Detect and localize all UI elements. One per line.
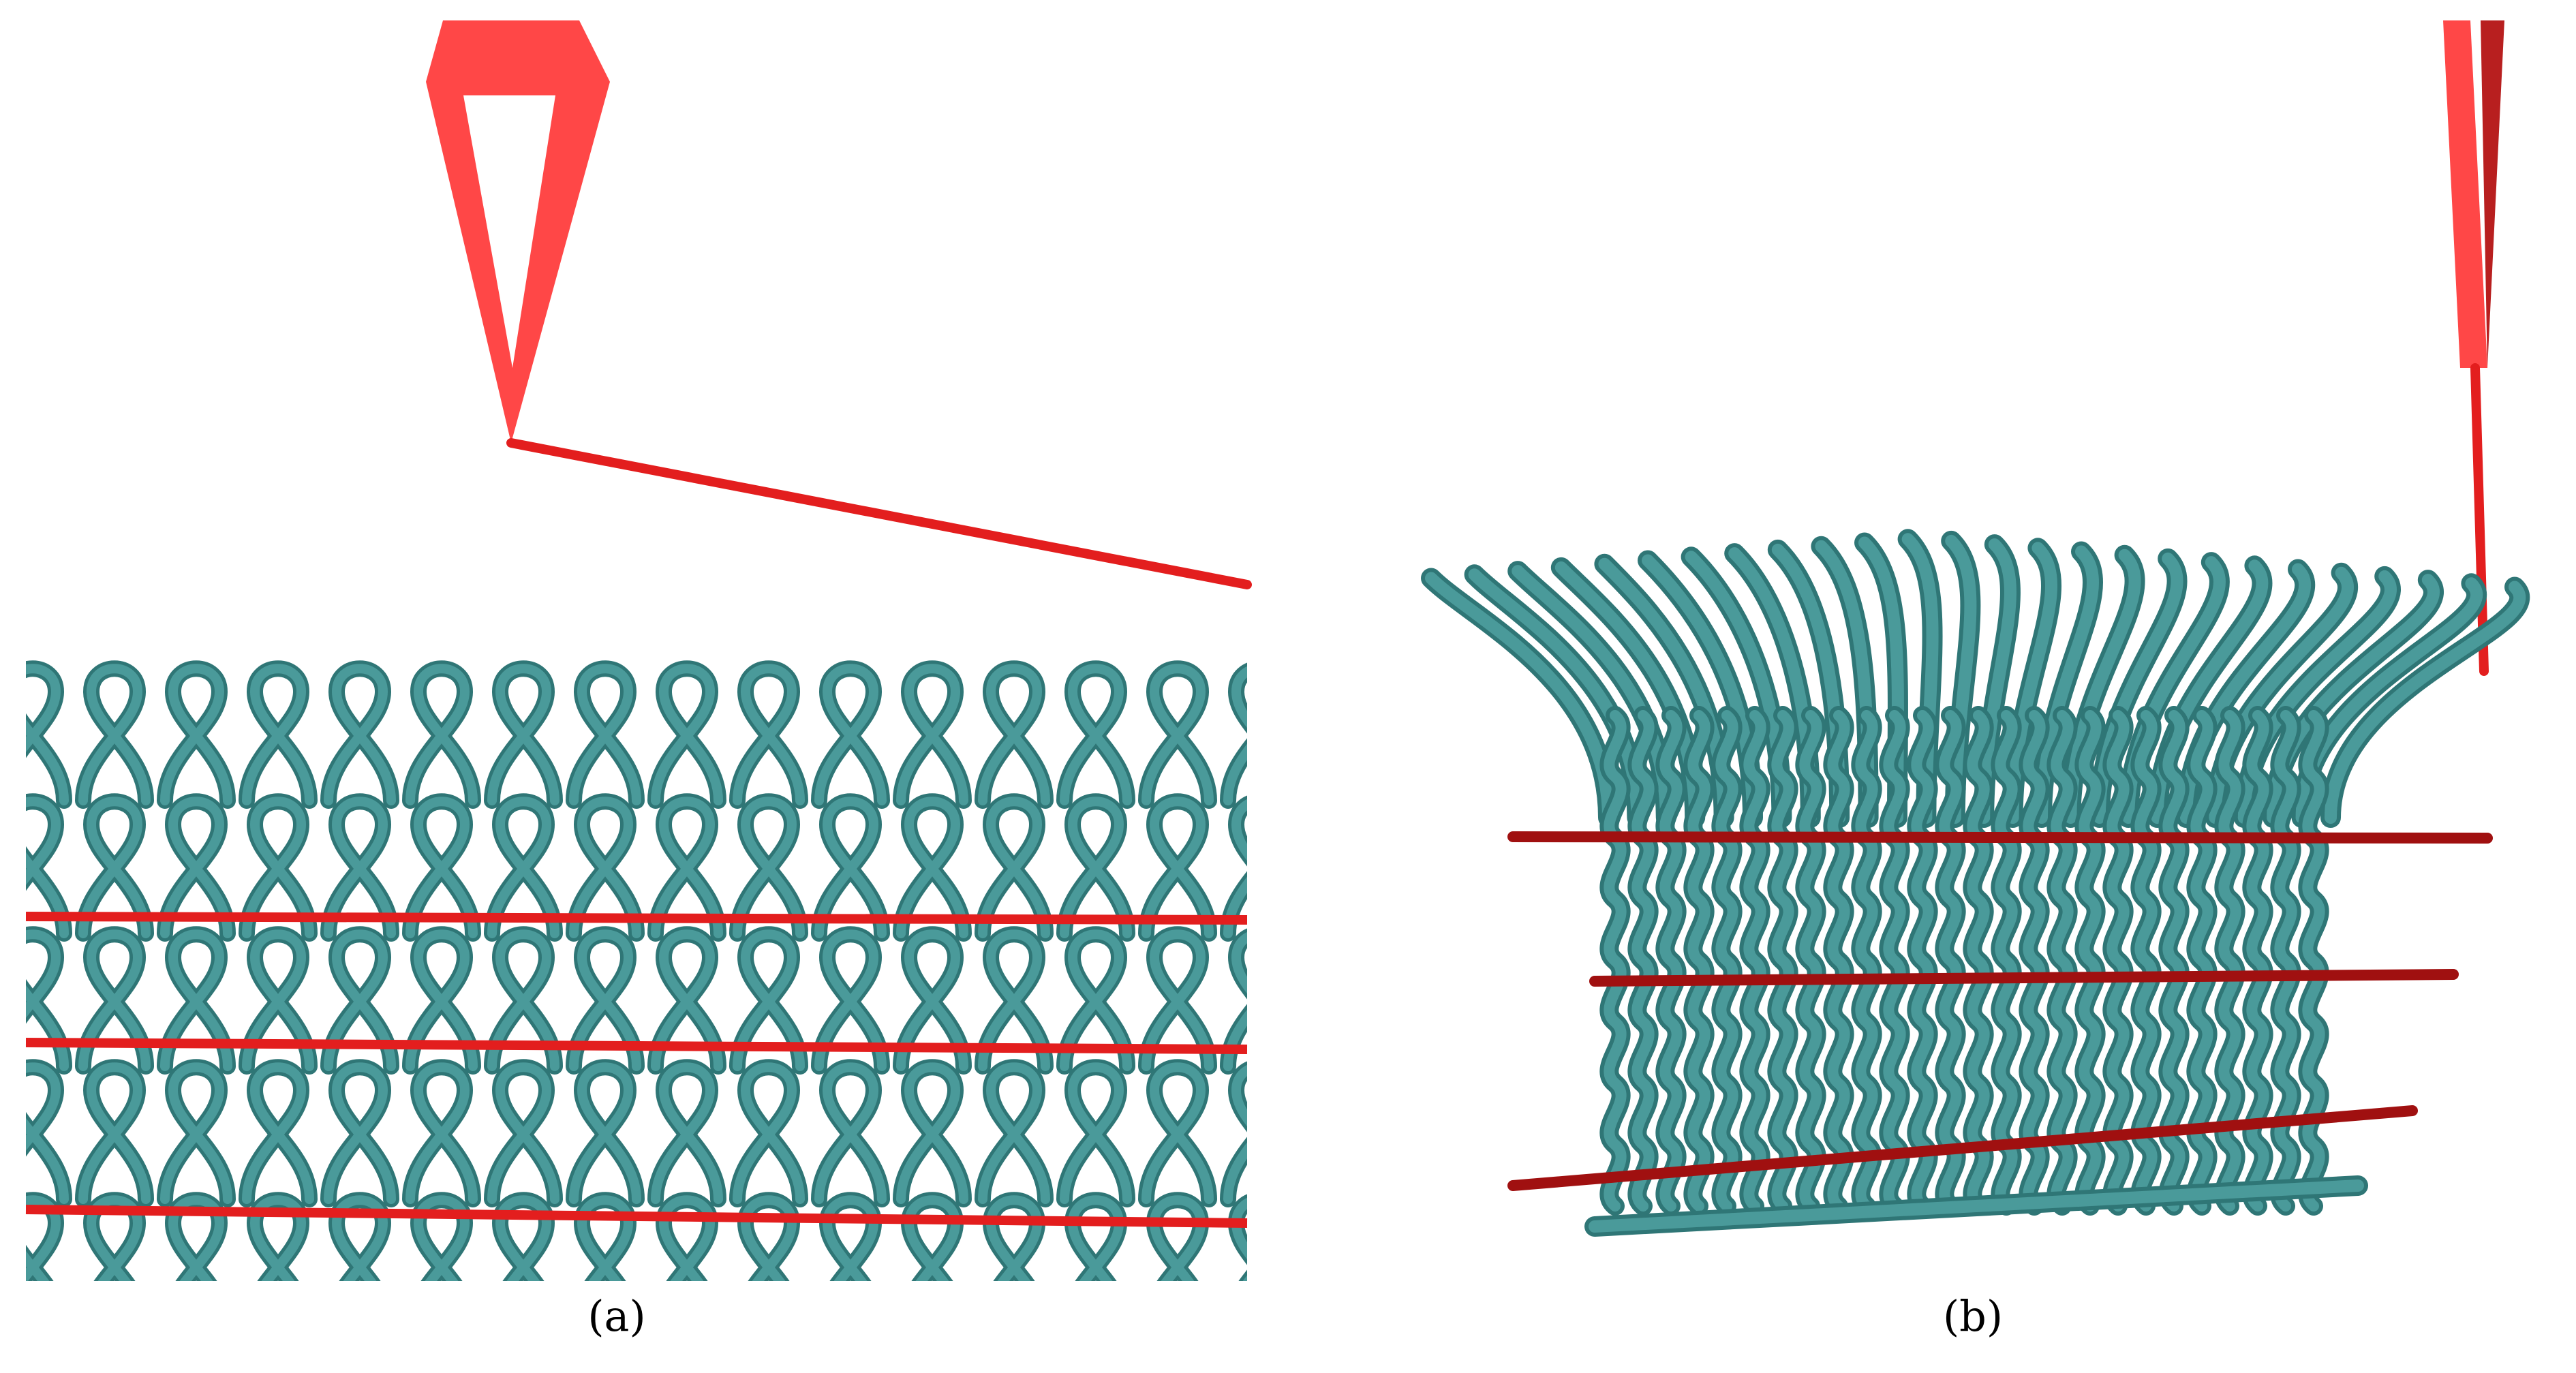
laid-in-rod bbox=[1507, 831, 2493, 844]
feed-yarn-line bbox=[506, 438, 1252, 589]
panel-a-illustration bbox=[25, 20, 1252, 1281]
knit-fabric-icon bbox=[26, 660, 1247, 1281]
feed-yarn-line bbox=[2470, 363, 2489, 676]
laid-in-rod bbox=[1507, 1105, 2418, 1191]
yarn-guide-icon bbox=[426, 20, 610, 443]
laid-in-rod bbox=[25, 912, 1248, 925]
panel-b bbox=[1336, 0, 2576, 1373]
panel-a-caption: (a) bbox=[587, 1291, 646, 1341]
yarn-guide-icon bbox=[2443, 20, 2504, 368]
laid-in-rod bbox=[25, 1205, 1248, 1228]
laid-in-rod bbox=[1589, 969, 2459, 987]
panel-b-illustration bbox=[1421, 20, 2530, 1237]
panel-b-caption: (b) bbox=[1942, 1291, 2004, 1341]
laid-in-rod bbox=[25, 1038, 1248, 1054]
knit-fabric-icon bbox=[1421, 529, 2530, 1237]
panel-a bbox=[0, 0, 1281, 1373]
